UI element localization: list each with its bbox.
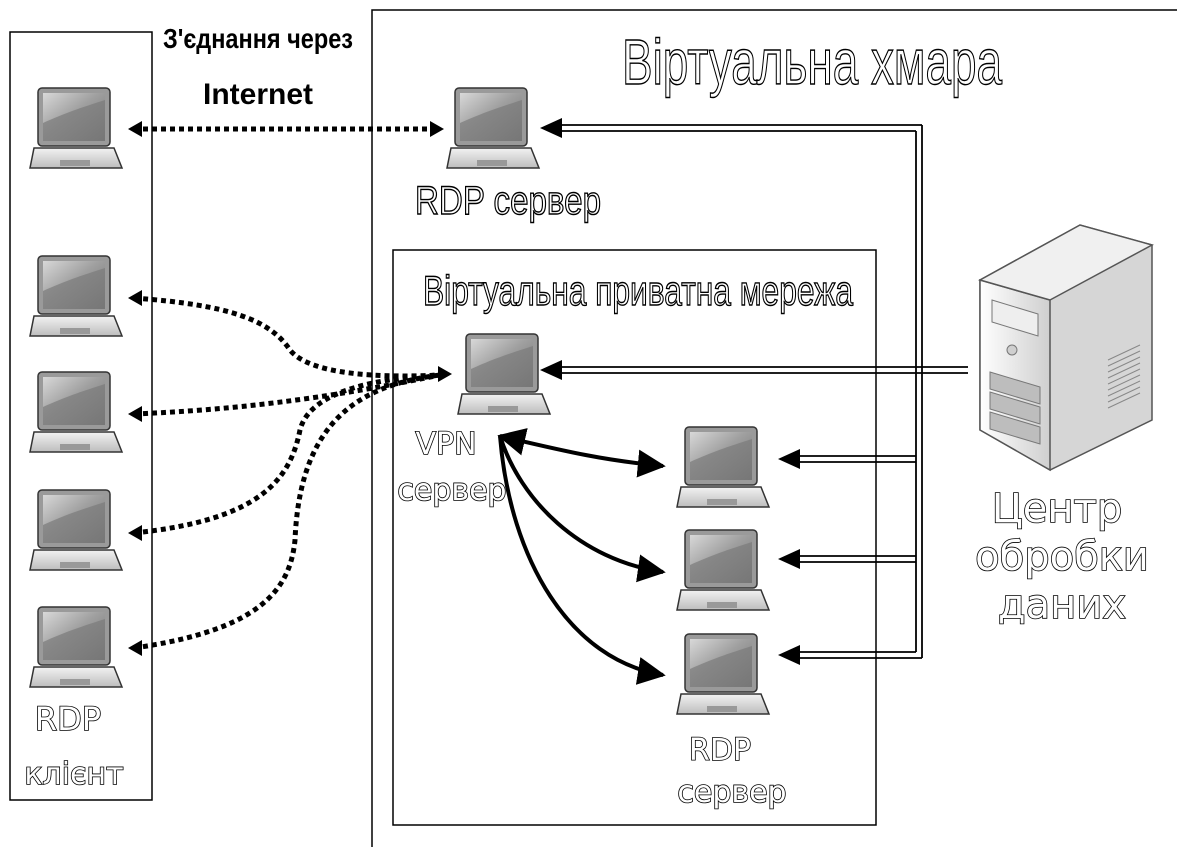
- vpn-server-label-line2: сервер: [397, 473, 506, 508]
- client-laptop-icon: [29, 87, 123, 169]
- internet-arrowheads: [128, 121, 452, 656]
- client-laptop-icon: [29, 255, 123, 337]
- rdp-client-label-line2: клієнт: [24, 757, 123, 792]
- rdp-server-bottom-label-line1: RDP: [689, 733, 751, 768]
- data-center-arrowheads: [540, 118, 800, 665]
- vpn-server-laptop-icon: [457, 333, 551, 415]
- data-center-links: [558, 124, 968, 659]
- server-tower-icon: [978, 224, 1154, 472]
- vpn-title: Віртуальна приватна мережа: [423, 267, 853, 314]
- data-center-label-line3: даних: [998, 582, 1126, 628]
- rdp-server-bottom-label-line2: сервер: [677, 775, 786, 810]
- rdp-client-label-line1: RDP: [35, 700, 101, 738]
- client-laptop-icon: [29, 489, 123, 571]
- vpn-server-label-line1: VPN: [415, 427, 476, 462]
- internet-connection-label-line2: Internet: [203, 78, 313, 111]
- vpn-frame: [392, 249, 877, 826]
- rdp-client-frame: [9, 31, 153, 801]
- rdp-server-laptop-icon: [676, 426, 770, 508]
- internet-connections: [133, 126, 441, 651]
- rdp-server-top-label: RDP сервер: [415, 179, 601, 223]
- virtual-cloud-frame: [371, 9, 1177, 847]
- virtual-cloud-title: Віртуальна хмара: [622, 26, 1002, 98]
- client-laptop-icon: [29, 371, 123, 453]
- rdp-server-laptop-icon: [676, 529, 770, 611]
- data-center-label-line1: Центр: [992, 486, 1123, 532]
- rdp-server-top-laptop-icon: [446, 87, 540, 169]
- data-center-label-line2: обробки: [975, 534, 1149, 580]
- internet-connection-label-line1: З'єднання через: [163, 23, 353, 54]
- client-laptop-icon: [29, 606, 123, 688]
- vpn-to-rdp-links: [497, 428, 666, 685]
- rdp-server-laptop-icon: [676, 633, 770, 715]
